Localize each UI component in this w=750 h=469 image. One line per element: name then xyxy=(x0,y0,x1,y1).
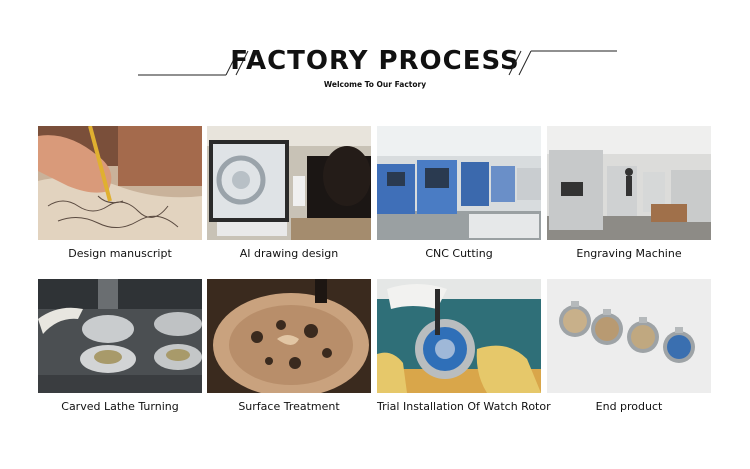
design-manuscript-photo xyxy=(38,126,202,240)
step-label: End product xyxy=(595,400,663,413)
step-label: Trial Installation Of Watch Rotor xyxy=(377,400,551,413)
step-card-ai-drawing-design: AI drawing design xyxy=(207,126,371,260)
page-header: FACTORY PROCESS Welcome To Our Factory xyxy=(0,0,750,110)
ai-drawing-design-photo xyxy=(207,126,371,240)
step-label: AI drawing design xyxy=(239,247,339,260)
step-card-trial-installation: Trial Installation Of Watch Rotor xyxy=(377,279,551,413)
step-label: Carved Lathe Turning xyxy=(61,400,179,413)
step-label: Engraving Machine xyxy=(576,247,682,260)
page-subtitle: Welcome To Our Factory xyxy=(323,80,427,89)
step-card-engraving-machine: Engraving Machine xyxy=(547,126,711,260)
step-label: Surface Treatment xyxy=(238,400,340,413)
cnc-cutting-photo xyxy=(377,126,541,240)
step-card-design-manuscript: Design manuscript xyxy=(38,126,202,260)
carved-lathe-turning-photo xyxy=(38,279,202,393)
step-label: Design manuscript xyxy=(68,247,172,260)
step-label: CNC Cutting xyxy=(425,247,493,260)
step-card-carved-lathe-turning: Carved Lathe Turning xyxy=(38,279,202,413)
left-title-ornament xyxy=(138,50,249,76)
surface-treatment-photo xyxy=(207,279,371,393)
step-card-end-product: End product xyxy=(547,279,711,413)
step-card-surface-treatment: Surface Treatment xyxy=(207,279,371,413)
end-product-photo xyxy=(547,279,711,393)
trial-installation-photo xyxy=(377,279,541,393)
right-title-ornament xyxy=(508,50,617,76)
step-card-cnc-cutting: CNC Cutting xyxy=(377,126,541,260)
engraving-machine-photo xyxy=(547,126,711,240)
page-title: FACTORY PROCESS xyxy=(230,46,520,76)
